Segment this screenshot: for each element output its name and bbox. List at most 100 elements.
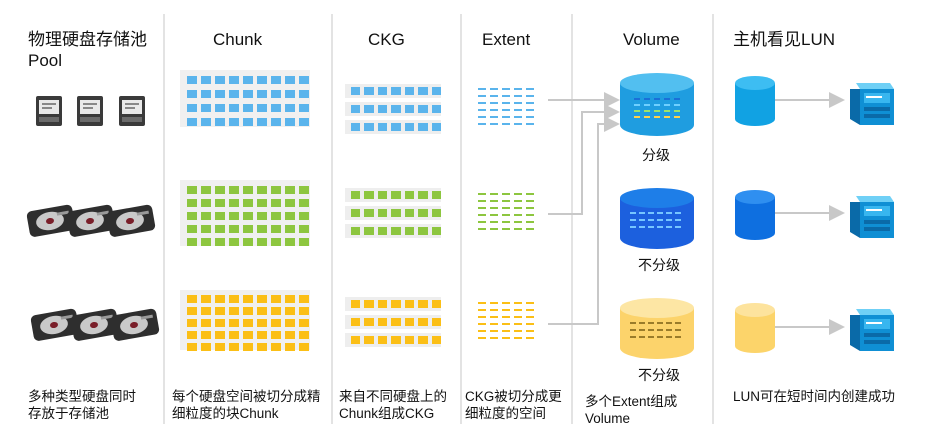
extent-piece (490, 337, 498, 339)
volume-tiered-cylinder (620, 73, 694, 136)
chunk-block (229, 331, 239, 339)
chunk-block (299, 104, 309, 112)
column-divider (331, 14, 333, 424)
chunk-block (215, 343, 225, 351)
extent-piece (514, 309, 522, 311)
ckg-chunk (377, 227, 388, 235)
extent-group-blue (478, 88, 534, 125)
extent-piece (478, 102, 486, 104)
chunk-block (257, 90, 267, 98)
chunk-block (187, 331, 197, 339)
chunk-block (215, 307, 225, 315)
chunk-block (201, 90, 211, 98)
chunk-block (229, 186, 239, 194)
hdd-drive-icon (66, 204, 116, 237)
ckg-chunk (431, 318, 441, 326)
extent-piece (502, 123, 510, 125)
ckg-chunk (391, 209, 401, 217)
chunk-block (201, 104, 211, 112)
volume-untiered-yellow-cylinder (620, 298, 694, 359)
ckg-chunk (391, 318, 401, 326)
chunk-block (271, 225, 281, 233)
chunk-block (215, 76, 225, 84)
chunk-block (271, 118, 281, 126)
chunk-block (257, 225, 267, 233)
ckg-chunk (431, 123, 441, 131)
chunk-block (243, 186, 253, 194)
extent-piece (478, 95, 486, 97)
ckg-chunk (391, 123, 401, 131)
chunk-block (229, 104, 239, 112)
hdd-drive-icon (106, 204, 156, 237)
ckg-chunk (351, 209, 361, 217)
chunk-block (299, 307, 309, 315)
ckg-chunk (364, 105, 374, 113)
extent-piece (502, 316, 510, 318)
chunk-block (285, 225, 295, 233)
extent-piece (490, 316, 498, 318)
chunk-block (187, 319, 197, 327)
chunk-block (187, 199, 197, 207)
ckg-row (345, 333, 441, 347)
chunk-block (285, 118, 295, 126)
hdd-drive-icon (26, 204, 76, 237)
pool-header: 物理硬盘存储池 (28, 30, 147, 49)
chunk-block (187, 118, 197, 126)
chunk-block (201, 212, 211, 220)
volume-caption: 多个Extent组成Volume (585, 394, 678, 426)
extent-piece (502, 323, 510, 325)
extent-piece (478, 323, 486, 325)
ckg-chunk (431, 87, 441, 95)
extent-piece (478, 337, 486, 339)
chunk-block (243, 307, 253, 315)
chunk-block (257, 212, 267, 220)
chunk-block (271, 307, 281, 315)
extent-piece (502, 200, 510, 202)
extent-piece (526, 109, 534, 111)
ckg-chunk (364, 227, 374, 235)
volume-label-tiered: 分级 (642, 147, 670, 163)
chunk-block (299, 118, 309, 126)
chunk-block (299, 331, 309, 339)
volume-untiered-blue-cylinder (620, 188, 694, 249)
ckg-chunk (404, 318, 415, 326)
chunk-block (257, 76, 267, 84)
extent-piece (514, 316, 522, 318)
column-divider (460, 14, 462, 424)
ckg-chunk (351, 318, 361, 326)
extent-piece (502, 109, 510, 111)
chunk-block (187, 186, 197, 194)
chunk-block (243, 76, 253, 84)
chunk-grid-yellow (180, 290, 310, 351)
extent-piece (490, 88, 498, 90)
ckg-chunk (351, 300, 361, 308)
extent-piece (478, 309, 486, 311)
column-divider (163, 14, 165, 424)
chunk-block (229, 295, 239, 303)
chunk-block (243, 238, 253, 246)
extent-piece (526, 330, 534, 332)
chunk-block (229, 307, 239, 315)
extent-piece (514, 88, 522, 90)
extent-piece (478, 116, 486, 118)
ckg-chunk (418, 209, 428, 217)
ckg-row (345, 315, 441, 329)
ckg-chunk (364, 191, 374, 199)
chunk-block (187, 238, 197, 246)
extent-piece (526, 123, 534, 125)
ckg-chunk (351, 87, 361, 95)
ckg-chunk (351, 105, 361, 113)
extent-piece (478, 228, 486, 230)
chunk-block (285, 319, 295, 327)
server-host-icon (850, 196, 894, 238)
chunk-block (243, 118, 253, 126)
extent-piece (514, 109, 522, 111)
chunk-block (243, 295, 253, 303)
ckg-chunk (418, 318, 428, 326)
extent-piece (490, 193, 498, 195)
extent-piece (526, 95, 534, 97)
extent-piece (526, 207, 534, 209)
chunk-block (257, 199, 267, 207)
chunk-block (201, 225, 211, 233)
